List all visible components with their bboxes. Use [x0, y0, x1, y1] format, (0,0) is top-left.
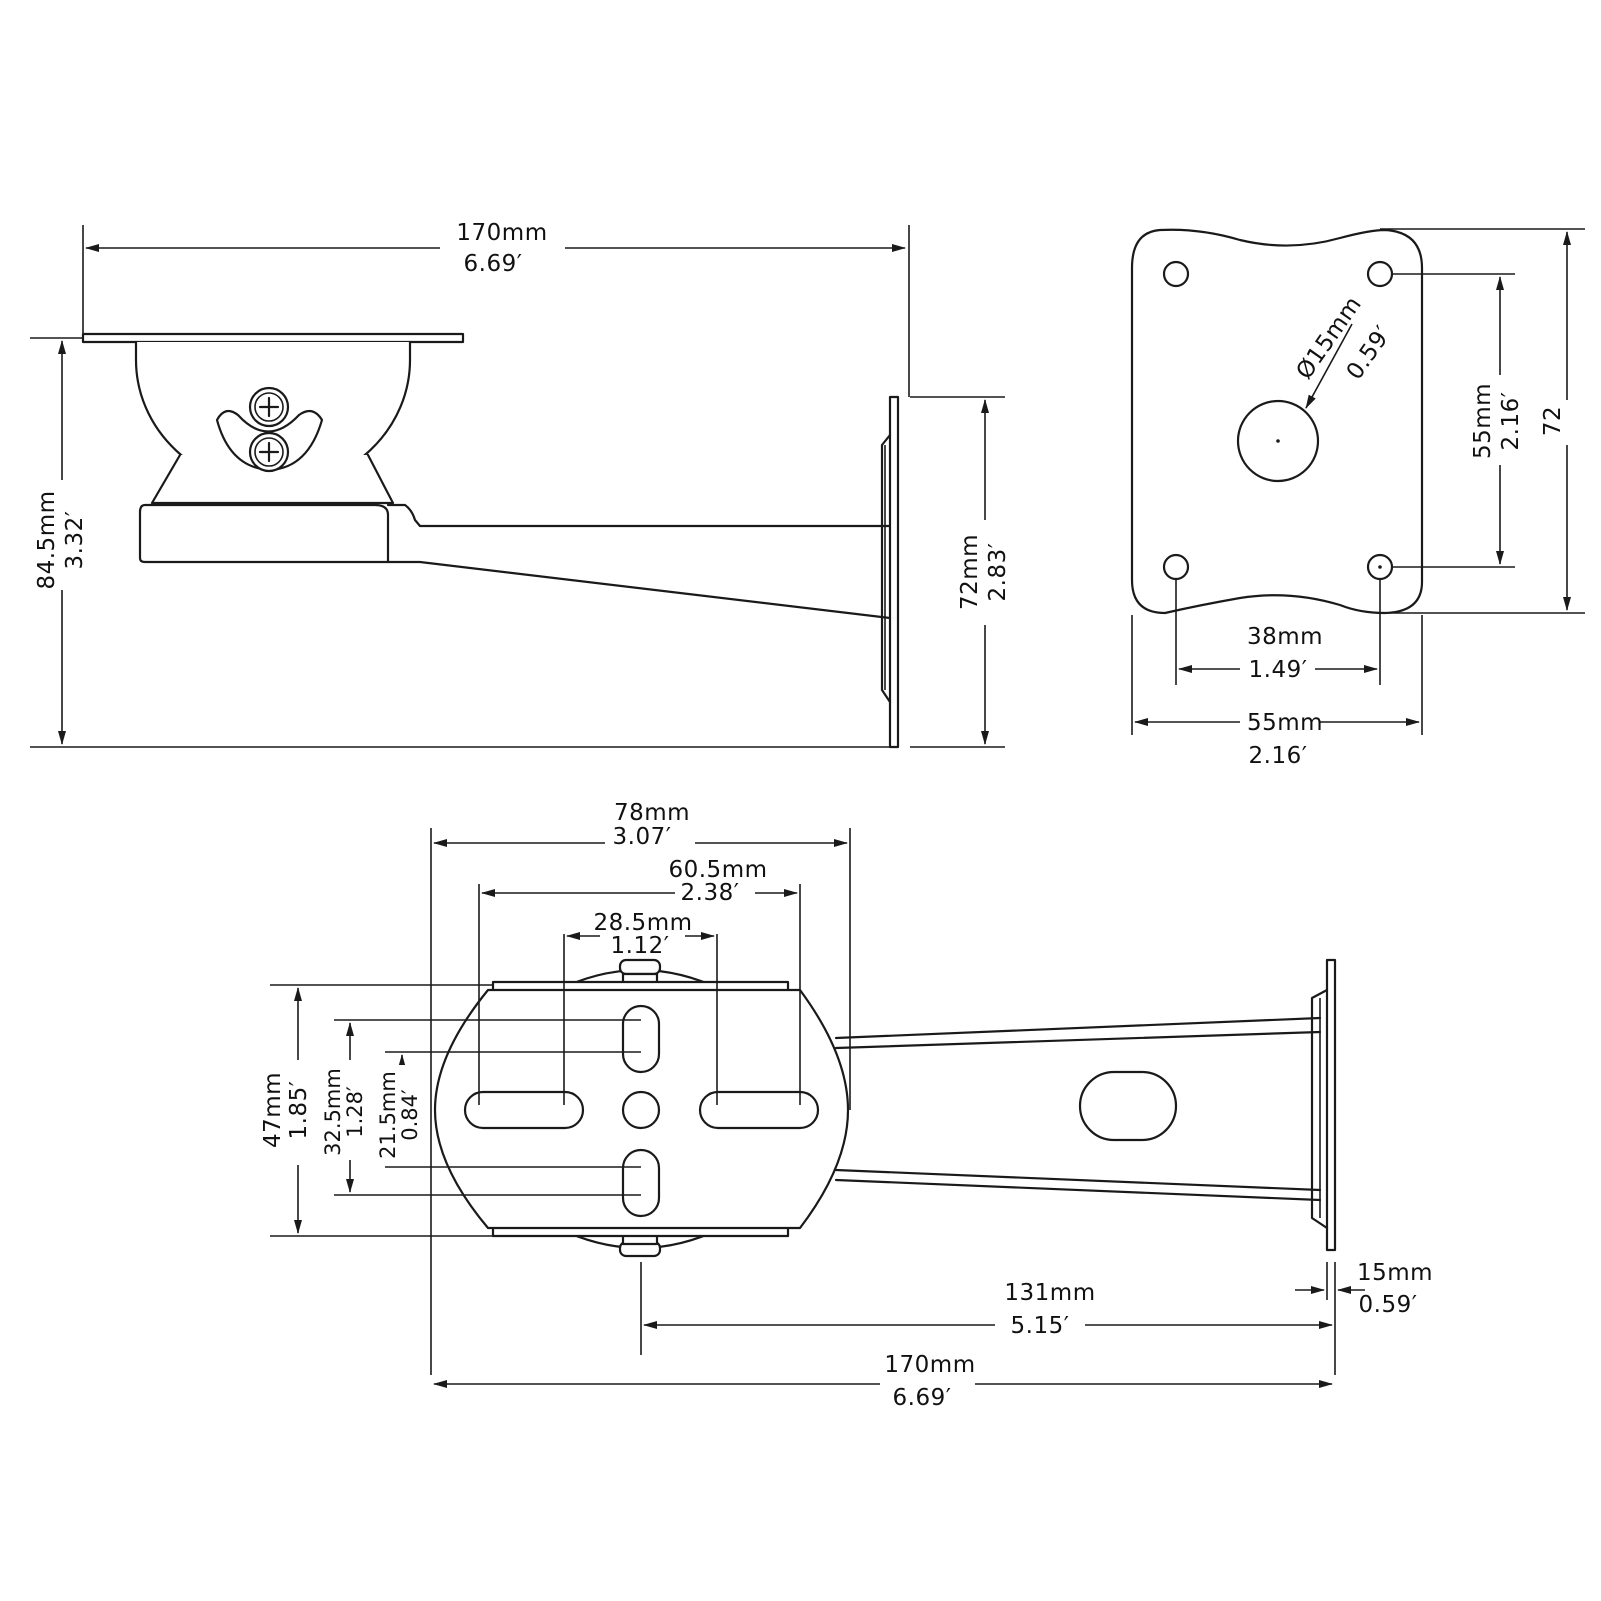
dim-label: 5.15′	[1011, 1313, 1070, 1339]
dim-label: 32.5mm	[321, 1068, 345, 1156]
slot-left	[463, 1090, 585, 1130]
dim-label: 2.38′	[681, 880, 740, 906]
mount-hole	[1366, 260, 1394, 288]
dia-leader	[1305, 323, 1353, 409]
arm-bottom	[386, 560, 892, 620]
dim-label: 55mm	[1247, 710, 1323, 736]
top-view: 78mm 3.07′ 60.5mm 2.38′ 28.5mm 1.12′ 47m…	[258, 800, 1433, 1411]
wall-plate-flange	[880, 433, 892, 704]
end-view: Ø15mm 0.59′ 55mm 2.16′ 72 38mm 1.49′ 55m…	[1130, 228, 1585, 769]
slot-bottom	[621, 1148, 661, 1218]
hole-center	[1276, 439, 1280, 443]
arm-top	[386, 503, 892, 528]
base-neck	[150, 453, 395, 505]
dim-label: 6.69′	[893, 1385, 952, 1411]
dim-label: 28.5mm	[593, 910, 692, 936]
arm-top-edge	[834, 1030, 1322, 1050]
mount-hole	[1162, 553, 1190, 581]
dim-label: 78mm	[614, 800, 690, 826]
dim-label: 2.16′	[1249, 743, 1308, 769]
dim-label: 21.5mm	[376, 1071, 400, 1159]
hole-center	[1378, 565, 1382, 569]
mount-hole	[1162, 260, 1190, 288]
dim-label: 3.07′	[613, 824, 672, 850]
arm-top-edge	[834, 1016, 1322, 1040]
dim-label: 1.49′	[1249, 657, 1308, 683]
wall-plate	[1325, 958, 1337, 1252]
dim-label: 38mm	[1247, 624, 1323, 650]
dim-label: 2.16′	[1498, 392, 1524, 451]
screw-top	[618, 958, 662, 976]
dim-label: 15mm	[1357, 1260, 1433, 1286]
screw-icon	[248, 431, 290, 473]
dim-label: 47mm	[260, 1072, 286, 1148]
top-plate	[81, 332, 465, 344]
dim-label: 84.5mm	[34, 490, 60, 589]
mount-hole	[1366, 553, 1394, 581]
slot-top	[621, 1004, 661, 1074]
center-hole	[621, 1090, 661, 1130]
dim-label: 0.59′	[1359, 1292, 1418, 1318]
lower-block	[138, 503, 390, 564]
arm-bottom-edge	[834, 1168, 1322, 1192]
dim-label: 1.28′	[343, 1086, 367, 1138]
dim-label: 3.32′	[62, 511, 88, 570]
slot-right	[698, 1090, 820, 1130]
wall-flange	[1310, 988, 1329, 1230]
screw-icon	[248, 386, 290, 428]
arm-slot	[1078, 1070, 1178, 1142]
dim-label: 1.12′	[611, 933, 670, 959]
dim-label: 0.84′	[398, 1089, 422, 1141]
dim-label: 170mm	[456, 220, 547, 246]
dim-label: 72mm	[957, 534, 983, 610]
dim-label: 1.85′	[286, 1081, 312, 1140]
dim-label: 6.69′	[464, 251, 523, 277]
side-view: 170mm 6.69′ 84.5mm 3.32′ 72mm 2.83′	[30, 220, 1020, 749]
dim-label: 2.83′	[985, 543, 1011, 602]
arm-bottom-edge	[834, 1178, 1322, 1202]
dim-label: 131mm	[1004, 1280, 1095, 1306]
wall-plate	[888, 395, 900, 749]
dim-label: 60.5mm	[668, 857, 767, 883]
dim-label: 72	[1540, 406, 1566, 436]
dim-label: 170mm	[884, 1352, 975, 1378]
dim-label: 55mm	[1470, 383, 1496, 459]
center-hole	[1236, 399, 1320, 483]
